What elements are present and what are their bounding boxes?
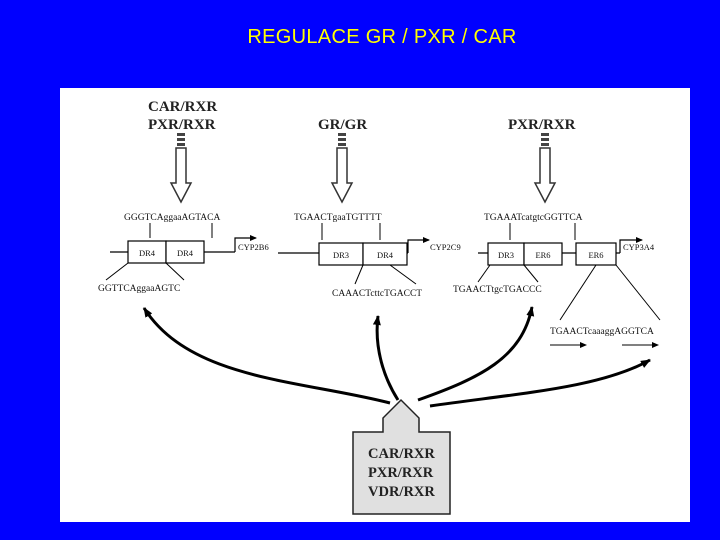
left-receptor-2: PXR/RXR	[148, 117, 216, 133]
source-receptor-1: CAR/RXR	[368, 446, 435, 462]
source-receptor-3: VDR/RXR	[368, 484, 435, 500]
right-element-3: ER6	[588, 250, 603, 260]
curve-to-middle-group	[372, 315, 400, 401]
slide-title: REGULACE GR / PXR / CAR	[247, 26, 517, 48]
middle-receptor-1: GR/GR	[318, 117, 367, 133]
right-hollow-arrow	[533, 133, 557, 204]
right-far-sequence: TGAACTcaaaggAGGTCA	[550, 327, 654, 337]
middle-transcription-arrow	[407, 237, 430, 253]
middle-element-box-2	[362, 242, 408, 266]
curve-to-right-group	[417, 306, 535, 402]
left-receptor-group: CAR/RXR PXR/RXR GGGTCAggaaAGTACA DR4 DR4…	[98, 99, 269, 294]
regulation-diagram: CAR/RXR PXR/RXR GGGTCAggaaAGTACA DR4 DR4…	[60, 88, 690, 522]
left-transcription-arrow	[234, 235, 257, 252]
left-hollow-arrow	[169, 133, 193, 204]
middle-lower-sequence: CAAACTcttcTGACCT	[332, 289, 422, 299]
right-receptor-1: PXR/RXR	[508, 117, 576, 133]
right-element-1: DR3	[498, 250, 514, 260]
curve-to-far-element	[429, 358, 651, 408]
left-element-box-2	[165, 240, 205, 264]
left-upper-sequence: GGGTCAggaaAGTACA	[124, 213, 220, 223]
middle-receptor-group: GR/GR TGAACTgaaTGTTTT DR3 DR4 CYP2C9 CAA…	[278, 117, 461, 299]
right-upper-sequence: TGAAATcatgtcGGTTCA	[484, 213, 583, 223]
source-receptor-2: PXR/RXR	[368, 465, 434, 481]
right-receptor-group: PXR/RXR TGAAATcatgtcGGTTCA DR3 ER6 ER6 C…	[453, 117, 661, 348]
right-gene: CYP3A4	[623, 242, 655, 252]
middle-element-2: DR4	[377, 250, 394, 260]
right-element-2: ER6	[535, 250, 550, 260]
middle-gene: CYP2C9	[430, 242, 461, 252]
curved-arrows	[142, 306, 651, 408]
left-receptor-1: CAR/RXR	[148, 99, 217, 115]
left-gene: CYP2B6	[238, 242, 269, 252]
left-lower-sequence: GGTTCAggaaAGTC	[98, 284, 180, 294]
middle-hollow-arrow	[330, 133, 354, 204]
left-element-1: DR4	[139, 248, 156, 258]
middle-upper-sequence: TGAACTgaaTGTTTT	[294, 213, 382, 223]
right-element-box-2	[523, 242, 563, 266]
middle-element-1: DR3	[333, 250, 349, 260]
left-element-2: DR4	[177, 248, 194, 258]
source-box: CAR/RXR PXR/RXR VDR/RXR	[352, 398, 451, 515]
right-lower-sequence: TGAACTtgcTGACCC	[453, 285, 542, 295]
curve-to-left-group	[142, 307, 391, 405]
right-transcription-arrow	[619, 237, 643, 253]
